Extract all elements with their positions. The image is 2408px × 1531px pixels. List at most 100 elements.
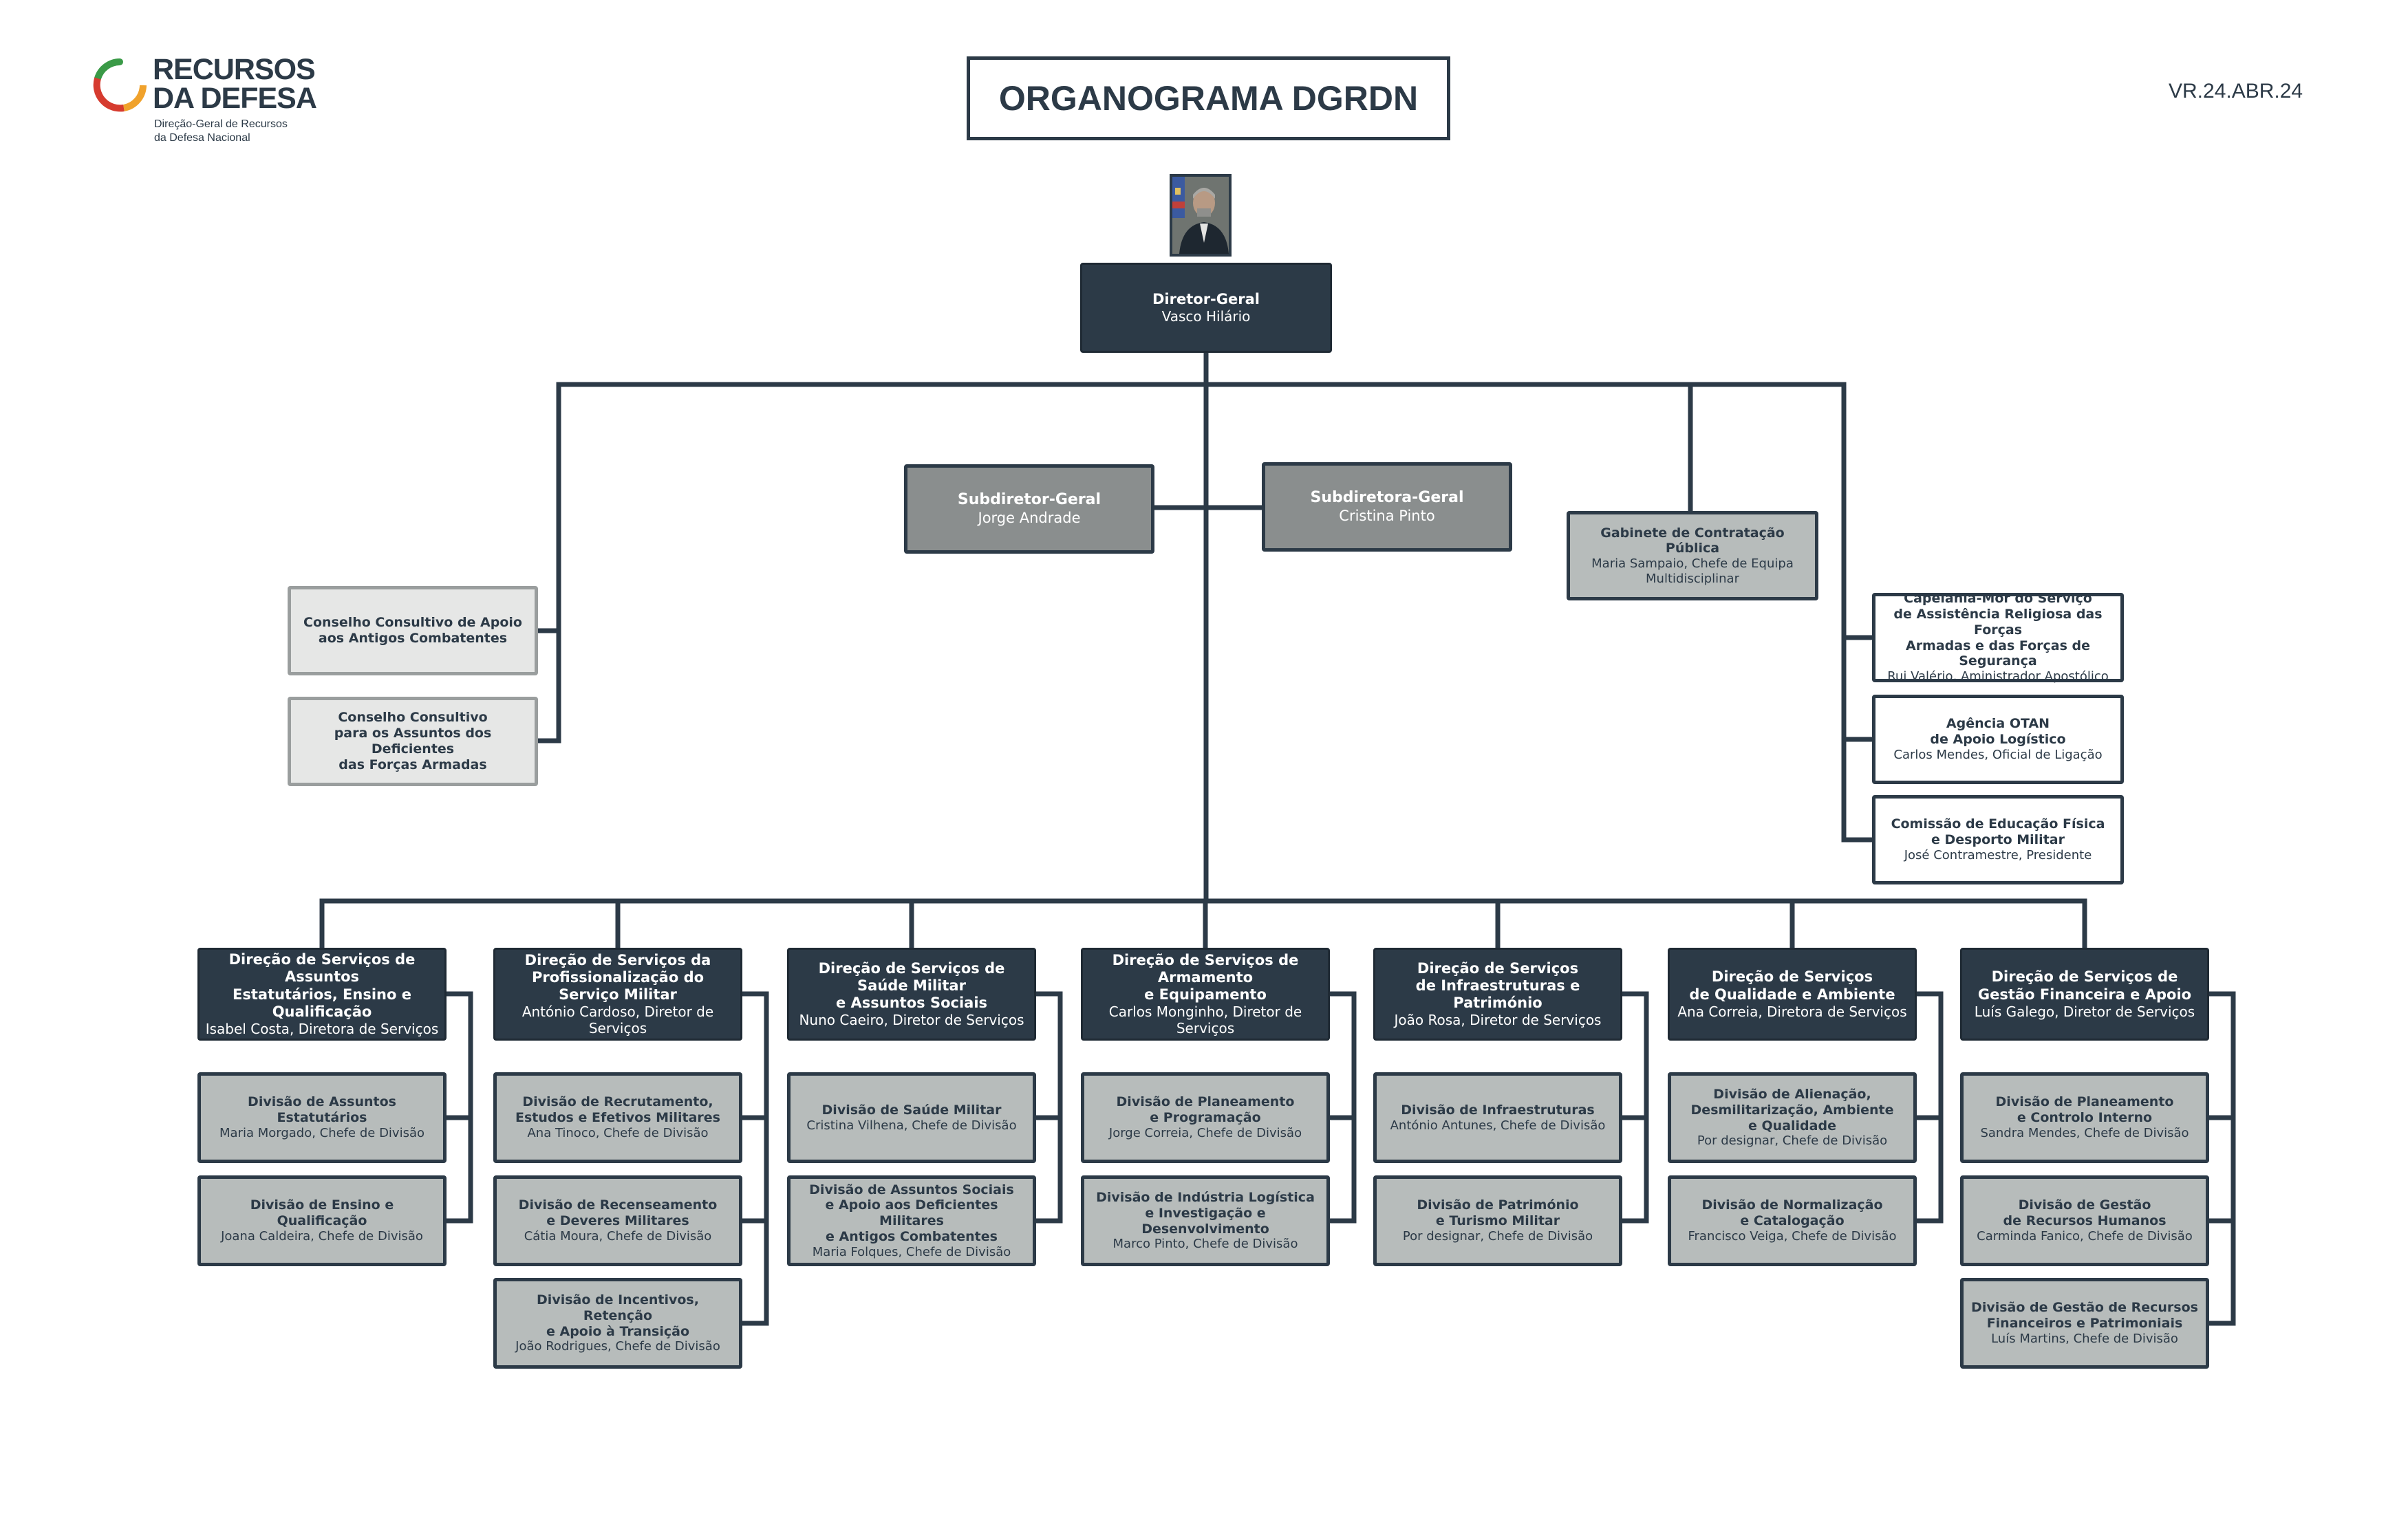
box-title: Subdiretor-Geral <box>957 491 1101 509</box>
box-person: Francisco Veiga, Chefe de Divisão <box>1688 1229 1897 1244</box>
box-title: Diretor-Geral <box>1152 290 1260 307</box>
box-person: Nuno Caeiro, Diretor de Serviços <box>799 1012 1024 1029</box>
box-person: Cristina Pinto <box>1339 507 1435 524</box>
box-person: José Contramestre, Presidente <box>1904 848 2092 862</box>
box-person: Maria Morgado, Chefe de Divisão <box>219 1126 425 1140</box>
box-title: Divisão de Recenseamento e Deveres Milit… <box>518 1197 718 1229</box>
director-portrait-icon <box>1170 174 1232 257</box>
box-title: Divisão de Incentivos, Retenção e Apoio … <box>537 1292 699 1339</box>
box-title: Direção de Serviços de Armamento e Equip… <box>1112 951 1299 1003</box>
box-title: Direção de Serviços da Profissionalizaçã… <box>524 951 711 1003</box>
division-box-7-1: Divisão de Planeamento e Controlo Intern… <box>1960 1072 2209 1163</box>
division-box-2-1: Divisão de Recrutamento, Estudos e Efeti… <box>493 1072 742 1163</box>
box-title: Divisão de Património e Turismo Militar <box>1417 1197 1579 1229</box>
box-person: Carminda Fanico, Chefe de Divisão <box>1977 1229 2193 1244</box>
division-box-6-1: Divisão de Alienação, Desmilitarização, … <box>1668 1072 1917 1163</box>
box-person: Marco Pinto, Chefe de Divisão <box>1112 1237 1298 1252</box>
box-person: Joana Caldeira, Chefe de Divisão <box>221 1229 423 1244</box>
deputy-director-box-2: Subdiretora-Geral Cristina Pinto <box>1262 462 1512 552</box>
box-title: Direção de Serviços de Infraestruturas e… <box>1415 959 1580 1012</box>
box-title: Conselho Consultivo para os Assuntos dos… <box>334 710 492 772</box>
box-person: Cristina Vilhena, Chefe de Divisão <box>806 1118 1017 1133</box>
directorate-box-4: Direção de Serviços de Armamento e Equip… <box>1081 948 1330 1041</box>
box-person: Luís Martins, Chefe de Divisão <box>1991 1332 2178 1346</box>
box-person: Carlos Mendes, Oficial de Ligação <box>1893 748 2103 762</box>
box-person: Por designar, Chefe de Divisão <box>1697 1133 1888 1149</box>
logo-subtitle-line1: Direção-Geral de Recursos <box>154 118 288 130</box>
box-person: Jorge Correia, Chefe de Divisão <box>1108 1126 1302 1140</box>
box-person: Por designar, Chefe de Divisão <box>1402 1229 1593 1244</box>
recursos-da-defesa-logo: RECURSOS DA DEFESA Direção-Geral de Recu… <box>92 55 326 151</box>
right-body-box-2: Agência OTAN de Apoio Logístico Carlos M… <box>1872 695 2124 784</box>
box-person: Rui Valério, Aministrador Apostólico <box>1887 669 2109 684</box>
division-box-2-2: Divisão de Recenseamento e Deveres Milit… <box>493 1175 742 1266</box>
version-label: VR.24.ABR.24 <box>2169 80 2303 102</box>
box-title: Divisão de Planeamento e Controlo Intern… <box>1995 1094 2174 1126</box>
box-title: Divisão de Alienação, Desmilitarização, … <box>1690 1087 1894 1133</box>
box-person: Maria Sampaio, Chefe de Equipa Multidisc… <box>1591 556 1794 586</box>
director-general-box: Diretor-Geral Vasco Hilário <box>1080 263 1332 353</box>
box-title: Divisão de Recrutamento, Estudos e Efeti… <box>515 1094 720 1126</box>
box-title: Divisão de Normalização e Catalogação <box>1701 1197 1883 1229</box>
council-box-1: Conselho Consultivo de Apoio aos Antigos… <box>288 586 538 675</box>
box-title: Divisão de Saúde Militar <box>821 1102 1002 1118</box>
directorate-box-6: Direção de Serviços de Qualidade e Ambie… <box>1668 948 1917 1041</box>
logo-ring-icon <box>93 58 147 112</box>
box-title: Subdiretora-Geral <box>1310 489 1464 507</box>
box-person: João Rosa, Diretor de Serviços <box>1394 1012 1602 1029</box>
box-title: Divisão de Gestão de Recursos Humanos <box>2003 1197 2167 1229</box>
council-box-2: Conselho Consultivo para os Assuntos dos… <box>288 697 538 786</box>
box-title: Capelania-Mor do Serviço de Assistência … <box>1893 591 2103 669</box>
box-title: Divisão de Infraestruturas <box>1401 1102 1595 1118</box>
division-box-4-2: Divisão de Indústria Logística e Investi… <box>1081 1175 1330 1266</box>
gabinete-contratacao-box: Gabinete de Contratação Pública Maria Sa… <box>1567 511 1818 600</box>
right-body-box-1: Capelania-Mor do Serviço de Assistência … <box>1872 591 2124 684</box>
box-title: Direção de Serviços de Gestão Financeira… <box>1977 968 2192 1003</box>
directorate-box-1: Direção de Serviços de Assuntos Estatutá… <box>197 948 447 1041</box>
box-title: Direção de Serviços de Saúde Militar e A… <box>818 959 1005 1012</box>
division-box-2-3: Divisão de Incentivos, Retenção e Apoio … <box>493 1278 742 1369</box>
directorate-box-2: Direção de Serviços da Profissionalizaçã… <box>493 948 742 1041</box>
box-person: António Cardoso, Diretor de Serviços <box>522 1003 714 1037</box>
directorate-box-3: Direção de Serviços de Saúde Militar e A… <box>787 948 1036 1041</box>
logo-text-line1: RECURSOS <box>153 53 316 86</box>
box-title: Direção de Serviços de Qualidade e Ambie… <box>1689 968 1895 1003</box>
box-person: Isabel Costa, Diretora de Serviços <box>205 1020 439 1037</box>
box-title: Divisão de Ensino e Qualificação <box>250 1197 394 1229</box>
page-title-box: ORGANOGRAMA DGRDN <box>967 56 1450 140</box>
box-title: Divisão de Gestão de Recursos Financeiro… <box>1971 1300 2198 1332</box>
box-title: Direção de Serviços de Assuntos Estatutá… <box>228 951 416 1020</box>
box-person: João Rodrigues, Chefe de Divisão <box>515 1339 720 1354</box>
division-box-7-3: Divisão de Gestão de Recursos Financeiro… <box>1960 1278 2209 1369</box>
box-person: Vasco Hilário <box>1161 308 1251 325</box>
logo-subtitle-line2: da Defesa Nacional <box>154 132 250 144</box>
box-title: Divisão de Assuntos Estatutários <box>248 1094 396 1126</box>
box-person: Carlos Monginho, Diretor de Serviços <box>1108 1003 1302 1037</box>
deputy-director-box-1: Subdiretor-Geral Jorge Andrade <box>904 464 1154 554</box>
box-title: Gabinete de Contratação Pública <box>1600 525 1785 556</box>
box-person: Ana Tinoco, Chefe de Divisão <box>527 1126 709 1140</box>
box-title: Agência OTAN de Apoio Logístico <box>1930 716 2066 748</box>
box-person: Maria Folques, Chefe de Divisão <box>812 1244 1011 1259</box>
box-person: Cátia Moura, Chefe de Divisão <box>524 1229 712 1244</box>
box-person: Ana Correia, Diretora de Serviços <box>1677 1003 1907 1020</box>
right-body-box-3: Comissão de Educação Física e Desporto M… <box>1872 795 2124 884</box>
directorate-box-7: Direção de Serviços de Gestão Financeira… <box>1960 948 2209 1041</box>
page-title: ORGANOGRAMA DGRDN <box>998 79 1419 118</box>
box-title: Conselho Consultivo de Apoio aos Antigos… <box>303 615 522 646</box>
box-person: Luís Galego, Diretor de Serviços <box>1974 1003 2195 1020</box>
box-title: Comissão de Educação Física e Desporto M… <box>1891 816 2105 848</box>
box-person: Sandra Mendes, Chefe de Divisão <box>1980 1126 2189 1140</box>
box-person: Jorge Andrade <box>978 509 1081 526</box>
box-title: Divisão de Assuntos Sociais e Apoio aos … <box>809 1182 1014 1244</box>
